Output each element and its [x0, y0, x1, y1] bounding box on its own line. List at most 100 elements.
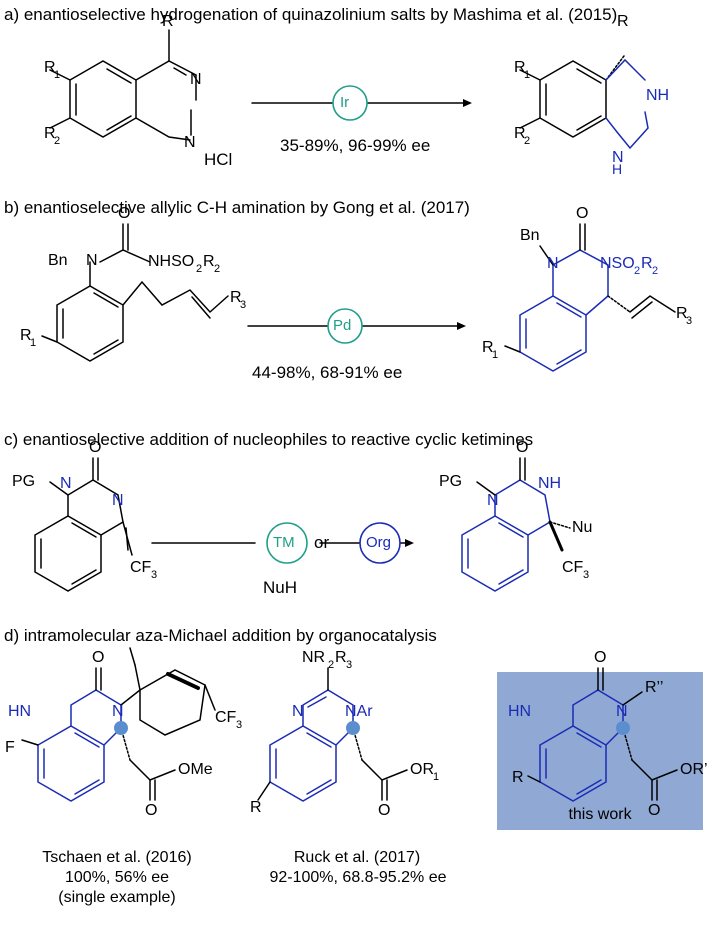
svg-text:O: O: [576, 205, 588, 222]
svg-text:OMe: OMe: [178, 761, 213, 778]
svg-text:CF: CF: [215, 709, 237, 726]
d-tschaen-ring-blue: [37, 689, 122, 802]
svg-text:Bn: Bn: [48, 252, 68, 269]
svg-text:R: R: [676, 305, 688, 322]
svg-text:N: N: [190, 71, 202, 88]
catalyst-pd-label: Pd: [333, 317, 352, 334]
svg-text:2: 2: [214, 263, 220, 275]
svg-text:N: N: [487, 492, 499, 509]
svg-text:CF: CF: [562, 559, 584, 576]
svg-text:3: 3: [346, 659, 352, 671]
svg-text:NH: NH: [538, 475, 561, 492]
d-thiswork-ring-blue: [539, 689, 624, 802]
c-reagent: NuH: [263, 578, 298, 597]
svg-text:R: R: [514, 125, 526, 142]
svg-text:2: 2: [524, 135, 530, 147]
d-tschaen-substituents: [21, 647, 216, 801]
b-reactant-structure: [41, 223, 229, 362]
svg-text:R: R: [44, 125, 56, 142]
catalyst-org-circle: [359, 522, 401, 564]
section-d-title: d) intramolecular aza-Michael addition b…: [4, 626, 437, 645]
catalyst-tm-circle: [266, 522, 308, 564]
a-conditions: 35-89%, 96-99% ee: [280, 136, 431, 155]
svg-text:N: N: [60, 475, 72, 492]
svg-text:O: O: [594, 649, 606, 666]
c-product-substituents: [476, 457, 571, 552]
ruck-caption-1: Ruck et al. (2017): [293, 849, 421, 866]
svg-text:1: 1: [524, 69, 530, 81]
svg-text:N: N: [112, 703, 124, 720]
svg-text:R’’: R’’: [645, 679, 663, 696]
b-product-substituents: [504, 223, 676, 353]
svg-text:1: 1: [30, 337, 36, 349]
svg-text:2: 2: [652, 265, 658, 277]
svg-text:3: 3: [236, 719, 242, 731]
svg-text:R: R: [230, 289, 242, 306]
svg-text:OR’: OR’: [680, 761, 708, 778]
svg-text:R: R: [20, 327, 32, 344]
svg-text:O: O: [92, 649, 104, 666]
this-work-box: [497, 672, 703, 830]
d-ruck-ring-blue: [269, 689, 354, 802]
svg-text:O: O: [145, 802, 157, 819]
svg-text:NSO: NSO: [600, 255, 635, 272]
svg-text:O: O: [516, 439, 528, 456]
svg-text:PG: PG: [439, 473, 462, 490]
svg-text:NH: NH: [646, 87, 669, 104]
a-reactant-structure: [49, 29, 197, 141]
ruck-caption-2: 92-100%, 68.8-95.2% ee: [269, 869, 447, 886]
svg-text:2: 2: [54, 135, 60, 147]
section-c-title: c) enantioselective addition of nucleoph…: [4, 430, 534, 449]
section-b-title: b) enantioselective allylic C-H aminatio…: [4, 198, 470, 217]
svg-text:NAr: NAr: [345, 703, 373, 720]
svg-text:R: R: [641, 255, 653, 272]
svg-text:Nu: Nu: [572, 519, 592, 536]
svg-text:R: R: [617, 13, 629, 30]
svg-text:R: R: [514, 59, 526, 76]
d-ruck-substituents: [257, 667, 408, 801]
svg-text:R: R: [335, 649, 347, 666]
svg-text:CF: CF: [130, 559, 152, 576]
svg-text:1: 1: [54, 69, 60, 81]
svg-text:3: 3: [686, 315, 692, 327]
svg-text:HN: HN: [8, 703, 31, 720]
or-label: or: [314, 533, 330, 552]
svg-text:OR: OR: [410, 761, 434, 778]
catalyst-pd-circle: [327, 308, 363, 344]
svg-text:PG: PG: [12, 473, 35, 490]
svg-text:N: N: [612, 149, 624, 166]
svg-text:R: R: [512, 769, 524, 786]
svg-text:N: N: [112, 492, 124, 509]
tschaen-caption-3: (single example): [58, 889, 176, 906]
this-work-label: this work: [568, 806, 632, 823]
b-conditions: 44-98%, 68-91% ee: [252, 363, 403, 382]
a-product-ring-blue: [605, 58, 649, 150]
svg-text:O: O: [89, 439, 101, 456]
svg-text:N: N: [184, 134, 196, 151]
svg-text:F: F: [5, 739, 15, 756]
b-product-ring-blue: [519, 249, 609, 372]
svg-text:N: N: [616, 703, 628, 720]
catalyst-org-label: Org: [366, 534, 392, 551]
svg-text:R: R: [203, 253, 215, 270]
svg-text:R: R: [482, 339, 494, 356]
tschaen-caption-1: Tschaen et al. (2016): [42, 849, 192, 866]
svg-text:1: 1: [433, 771, 439, 783]
svg-text:O: O: [118, 205, 130, 222]
svg-text:3: 3: [240, 299, 246, 311]
catalyst-ir-label: Ir: [340, 94, 350, 111]
svg-text:H: H: [612, 161, 622, 177]
svg-text:N: N: [292, 703, 304, 720]
svg-text:NHSO: NHSO: [148, 253, 194, 270]
svg-text:2: 2: [634, 265, 640, 277]
svg-text:Bn: Bn: [520, 227, 540, 244]
svg-text:N: N: [86, 252, 98, 269]
svg-text:3: 3: [583, 569, 589, 581]
catalyst-ir-circle: [332, 85, 368, 121]
svg-text:1: 1: [492, 349, 498, 361]
svg-text:O: O: [648, 802, 660, 819]
svg-text:R: R: [250, 799, 262, 816]
a-hcl: HCl: [204, 150, 233, 169]
a-product-structure: [519, 55, 625, 138]
